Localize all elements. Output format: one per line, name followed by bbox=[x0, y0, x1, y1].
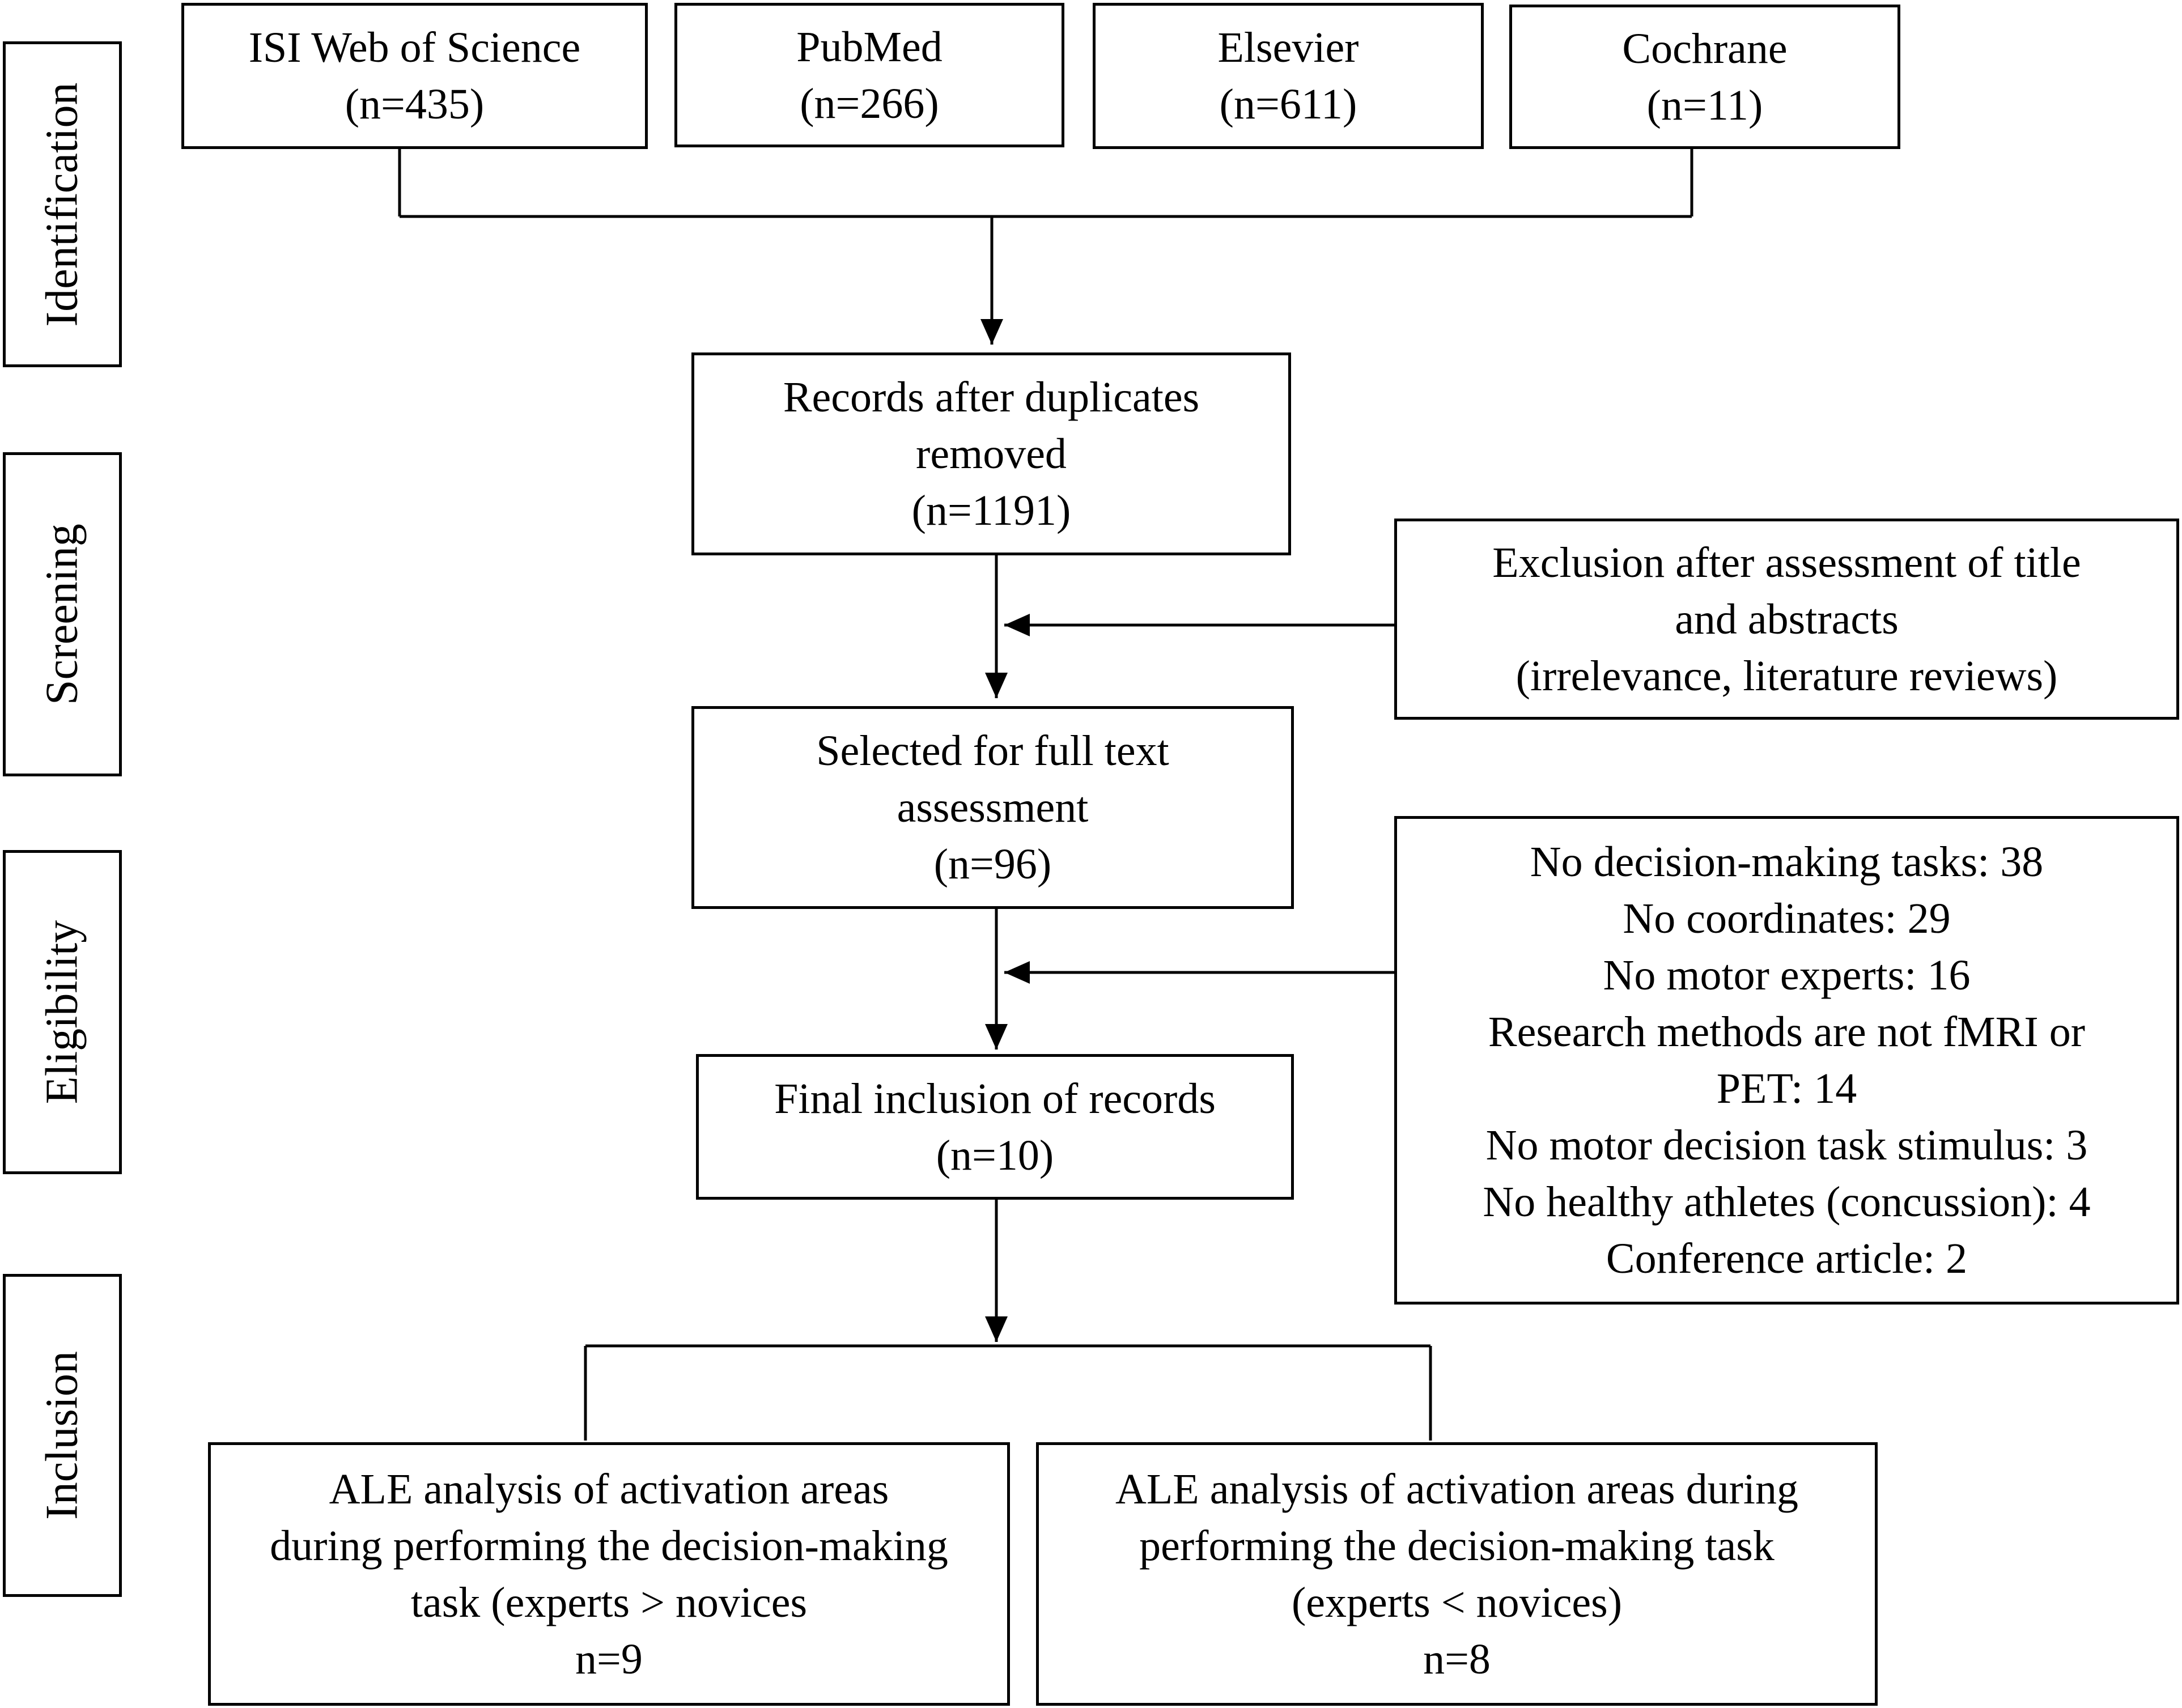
full-text-exclusion-box: No decision-making tasks: 38 No coordina… bbox=[1394, 816, 2179, 1305]
ale-experts-gt-novices-box: ALE analysis of activation areas during … bbox=[208, 1442, 1010, 1706]
records-after-duplicates-box: Records after duplicates removed (n=1191… bbox=[691, 352, 1291, 555]
source-pubmed: PubMed (n=266) bbox=[674, 3, 1064, 147]
full-text-assessment-box: Selected for full text assessment (n=96) bbox=[691, 706, 1294, 909]
records-after-duplicates-label: Records after duplicates removed (n=1191… bbox=[783, 373, 1200, 534]
ale-experts-gt-novices-label: ALE analysis of activation areas during … bbox=[270, 1465, 948, 1683]
phase-eligibility-label: Eligibility bbox=[37, 920, 87, 1104]
source-cochrane-label: Cochrane (n=11) bbox=[1622, 24, 1788, 129]
source-elsevier: Elsevier (n=611) bbox=[1093, 3, 1484, 149]
full-text-assessment-label: Selected for full text assessment (n=96) bbox=[816, 727, 1169, 888]
phase-identification: Identification bbox=[3, 41, 122, 367]
ale-experts-lt-novices-box: ALE analysis of activation areas during … bbox=[1036, 1442, 1878, 1706]
final-inclusion-label: Final inclusion of records (n=10) bbox=[774, 1074, 1216, 1179]
full-text-exclusion-label: No decision-making tasks: 38 No coordina… bbox=[1483, 838, 2091, 1282]
source-isi-web-of-science: ISI Web of Science (n=435) bbox=[181, 3, 648, 149]
ale-experts-lt-novices-label: ALE analysis of activation areas during … bbox=[1115, 1465, 1799, 1683]
title-abstract-exclusion-box: Exclusion after assessment of title and … bbox=[1394, 519, 2179, 720]
phase-inclusion-label: Inclusion bbox=[37, 1351, 87, 1520]
phase-inclusion: Inclusion bbox=[3, 1274, 122, 1597]
phase-identification-label: Identification bbox=[37, 82, 87, 326]
source-isi-label: ISI Web of Science (n=435) bbox=[248, 24, 581, 128]
source-cochrane: Cochrane (n=11) bbox=[1509, 5, 1900, 149]
source-elsevier-label: Elsevier (n=611) bbox=[1217, 24, 1359, 128]
title-abstract-exclusion-label: Exclusion after assessment of title and … bbox=[1492, 538, 2081, 700]
phase-screening-label: Screening bbox=[37, 524, 87, 705]
final-inclusion-box: Final inclusion of records (n=10) bbox=[696, 1054, 1294, 1200]
phase-screening: Screening bbox=[3, 452, 122, 776]
phase-eligibility: Eligibility bbox=[3, 850, 122, 1174]
source-pubmed-label: PubMed (n=266) bbox=[796, 23, 943, 128]
